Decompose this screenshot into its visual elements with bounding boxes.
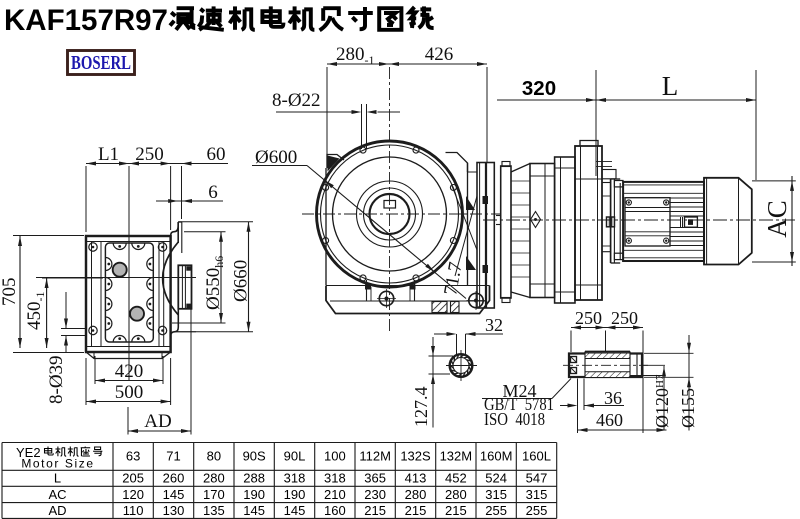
svg-text:260: 260 [163, 471, 185, 486]
svg-text:YE2: YE2 [16, 445, 41, 460]
svg-text:190: 190 [243, 487, 265, 502]
svg-text:280: 280 [405, 487, 427, 502]
svg-text:500: 500 [115, 382, 144, 403]
svg-text:6: 6 [208, 182, 218, 203]
svg-text:120: 120 [122, 487, 144, 502]
svg-text:36: 36 [604, 388, 622, 408]
svg-text:705: 705 [0, 278, 20, 307]
svg-text:250: 250 [575, 308, 602, 328]
svg-text:Ø155: Ø155 [678, 388, 698, 428]
svg-text:160M: 160M [480, 449, 513, 464]
svg-text:Motor Size: Motor Size [21, 457, 94, 471]
svg-text:413: 413 [405, 471, 427, 486]
svg-text:315: 315 [485, 487, 507, 502]
svg-text:80: 80 [207, 449, 221, 464]
svg-text:145: 145 [284, 503, 306, 518]
svg-text:GB/T 5781: GB/T 5781 [484, 394, 554, 414]
svg-text:250: 250 [611, 308, 638, 328]
svg-text:420: 420 [115, 361, 144, 382]
svg-text:452: 452 [445, 471, 467, 486]
svg-text:100: 100 [324, 449, 346, 464]
svg-text:132S: 132S [400, 449, 431, 464]
svg-text:160L: 160L [522, 449, 551, 464]
svg-text:160: 160 [324, 503, 346, 518]
svg-text:Ø600: Ø600 [255, 147, 297, 168]
svg-text:Ø550h6: Ø550h6 [203, 256, 226, 310]
svg-text:460: 460 [596, 410, 623, 430]
svg-text:255: 255 [485, 503, 507, 518]
svg-text:365: 365 [364, 471, 386, 486]
svg-text:63: 63 [126, 449, 140, 464]
svg-text:132M: 132M [440, 449, 473, 464]
svg-text:60: 60 [207, 144, 226, 165]
svg-text:210: 210 [324, 487, 346, 502]
svg-text:ISO 4018: ISO 4018 [484, 409, 545, 429]
svg-text:90L: 90L [284, 449, 306, 464]
svg-text:426: 426 [425, 44, 454, 65]
svg-text:KAF157R97: KAF157R97 [4, 4, 168, 37]
svg-text:230: 230 [364, 487, 386, 502]
svg-text:135: 135 [203, 503, 225, 518]
svg-text:AC: AC [762, 200, 792, 238]
svg-text:8-Ø39: 8-Ø39 [46, 355, 67, 404]
svg-text:215: 215 [405, 503, 427, 518]
svg-text:112M: 112M [359, 449, 391, 464]
svg-text:255: 255 [526, 503, 548, 518]
svg-text:Ø660: Ø660 [231, 260, 252, 302]
svg-text:127.4: 127.4 [411, 387, 431, 428]
svg-text:M24: M24 [502, 381, 536, 401]
svg-text:145: 145 [243, 503, 265, 518]
svg-text:205: 205 [122, 471, 144, 486]
svg-text:8-Ø22: 8-Ø22 [272, 90, 321, 111]
svg-text:280: 280 [203, 471, 225, 486]
svg-text:BOSERL: BOSERL [71, 52, 131, 74]
svg-text:90S: 90S [243, 449, 266, 464]
svg-text:215: 215 [364, 503, 386, 518]
svg-text:288: 288 [243, 471, 265, 486]
svg-text:71: 71 [166, 449, 180, 464]
svg-text:215: 215 [445, 503, 467, 518]
svg-text:AD: AD [144, 411, 171, 432]
svg-text:170: 170 [203, 487, 225, 502]
svg-text:280: 280 [445, 487, 467, 502]
svg-text:315: 315 [526, 487, 548, 502]
svg-text:320: 320 [522, 77, 556, 100]
svg-text:547: 547 [526, 471, 548, 486]
svg-text:318: 318 [324, 471, 346, 486]
svg-text:L: L [54, 471, 61, 486]
svg-text:524: 524 [485, 471, 507, 486]
svg-text:318: 318 [284, 471, 306, 486]
svg-text:110: 110 [123, 503, 144, 518]
svg-text:AD: AD [48, 503, 66, 518]
svg-text:L: L [662, 71, 679, 101]
svg-text:190: 190 [284, 487, 306, 502]
svg-text:AC: AC [48, 487, 66, 502]
svg-text:L1: L1 [98, 144, 119, 165]
svg-text:250: 250 [135, 144, 164, 165]
svg-text:130: 130 [163, 503, 185, 518]
svg-text:32: 32 [485, 315, 503, 335]
svg-text:145: 145 [163, 487, 185, 502]
